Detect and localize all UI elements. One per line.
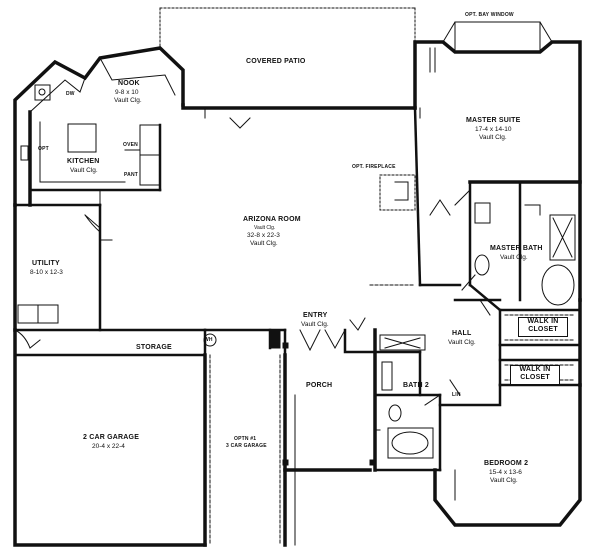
detail-lines	[14, 7, 576, 546]
nook-size: 9-8 x 10	[115, 89, 139, 96]
utility-size: 8-10 x 12-3	[30, 269, 63, 276]
refrigerator-label: OPT	[38, 146, 49, 152]
bath2-label: BATH 2	[403, 382, 429, 389]
entry-label: ENTRY	[303, 312, 328, 319]
porch-label: PORCH	[306, 382, 333, 389]
kitchen-label: KITCHEN	[67, 158, 100, 165]
car-garage-size: 20-4 x 22-4	[92, 443, 125, 450]
bedroom2-ceiling: Vault Clg.	[490, 477, 518, 484]
bedroom2-label: BEDROOM 2	[484, 460, 529, 467]
nook-ceiling: Vault Clg.	[114, 97, 142, 104]
walk-in-closet-1: WALK IN CLOSET	[518, 317, 568, 337]
dw-label: DW	[66, 91, 75, 97]
master-suite-label: MASTER SUITE	[466, 117, 521, 124]
storage-label: STORAGE	[136, 344, 172, 351]
arizona-room-note: Vault Clg.	[254, 225, 276, 231]
hall-ceiling: Vault Clg.	[448, 339, 476, 346]
bedroom2-size: 15-4 x 13-6	[489, 469, 522, 476]
kitchen-ceiling: Vault Clg.	[70, 167, 98, 174]
optn-garage-line2: 3 CAR GARAGE	[226, 443, 267, 449]
car-garage-label: 2 CAR GARAGE	[83, 434, 140, 441]
walk-in-closet-2-line2: CLOSET	[520, 374, 550, 381]
hall-label: HALL	[452, 330, 472, 337]
wh-label: WH	[204, 337, 213, 343]
oven-label: OVEN	[123, 142, 138, 148]
entry-ceiling: Vault Clg.	[301, 321, 329, 328]
arizona-room-ceiling: Vault Clg.	[250, 240, 278, 247]
utility-label: UTILITY	[32, 260, 60, 267]
walk-in-closet-1-line1: WALK IN	[527, 318, 559, 325]
master-suite-size: 17-4 x 14-10	[475, 126, 512, 133]
arizona-room-size: 32-8 x 22-3	[247, 232, 280, 239]
walk-in-closet-2: WALK IN CLOSET	[510, 365, 560, 385]
covered-patio-label: COVERED PATIO	[246, 58, 306, 65]
walk-in-closet-1-line2: CLOSET	[528, 326, 558, 333]
master-bath-ceiling: Vault Clg.	[500, 254, 528, 261]
opt-bay-window-label: OPT. BAY WINDOW	[465, 12, 514, 18]
interior-walls	[13, 106, 582, 472]
optn-garage-line1: OPTN #1	[234, 436, 257, 442]
nook-label: NOOK	[118, 80, 140, 87]
pantry-label: PANT	[124, 172, 139, 178]
master-bath-label: MASTER BATH	[490, 245, 543, 252]
opt-fireplace-label: OPT. FIREPLACE	[352, 164, 396, 170]
walk-in-closet-2-line1: WALK IN	[519, 366, 551, 373]
master-suite-ceiling: Vault Clg.	[479, 134, 507, 141]
linen-label: LIN	[452, 392, 461, 398]
arizona-room-label: ARIZONA ROOM	[243, 216, 301, 223]
